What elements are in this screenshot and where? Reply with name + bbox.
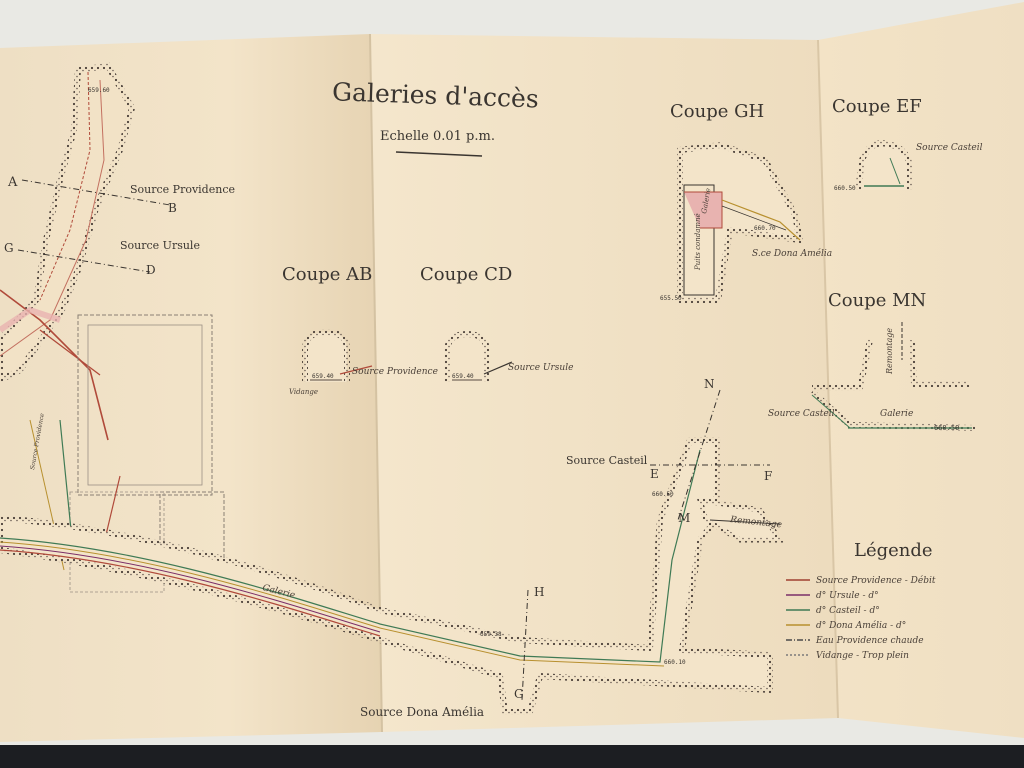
elevation-h-point: 659.38: [480, 631, 502, 638]
legend-item: Source Providence - Débit: [786, 575, 936, 586]
section-gh-title: Coupe GH: [670, 101, 764, 122]
marker-d: D: [146, 263, 156, 277]
legend-item: Vidange - Trop plein: [786, 651, 909, 661]
legend-label: Eau Providence chaude: [815, 636, 924, 646]
marker-f: F: [764, 469, 772, 483]
legend-label: d° Dona Amélia - d°: [816, 620, 906, 631]
scale-underline: [395, 151, 483, 157]
section-cd-title: Coupe CD: [420, 264, 512, 285]
elevation-ab: 659.40: [312, 373, 334, 380]
section-ab-drawing: [302, 328, 373, 382]
note-mn-source: Source Casteil: [768, 409, 835, 419]
legend: Source Providence - Débit d° Ursule - d° d…: [786, 575, 936, 661]
marker-m: M: [678, 511, 690, 525]
label-source-ursule: Source Ursule: [120, 239, 200, 252]
elevation-top: 659.60: [88, 87, 110, 94]
map-title: Galeries d'accès: [332, 77, 539, 113]
note-gh-puits: Puits condamné: [694, 213, 702, 271]
section-mn-drawing: [810, 322, 976, 431]
note-ab-source: Source Providence: [352, 367, 438, 377]
marker-e: E: [650, 467, 659, 481]
legend-title: Légende: [854, 540, 933, 561]
elevation-mn: 660.50: [934, 424, 959, 432]
note-mn-galerie: Galerie: [880, 409, 913, 419]
legend-item: Eau Providence chaude: [786, 636, 924, 646]
section-lines: [17, 179, 770, 701]
elevation-e-point: 660.50: [652, 491, 674, 498]
note-mn-remontage: Remontage: [885, 328, 894, 375]
legend-item: d° Dona Amélia - d°: [786, 620, 906, 631]
elevation-gh: 655.50: [660, 295, 682, 302]
elevation-gh-right: 660.70: [754, 225, 776, 232]
legend-item: d° Casteil - d°: [786, 606, 880, 616]
section-cd-drawing: [444, 330, 513, 382]
section-ef-title: Coupe EF: [832, 96, 922, 117]
note-ab-vidange: Vidange: [289, 388, 318, 396]
section-gh-drawing: [677, 141, 804, 303]
marker-h: H: [534, 585, 544, 599]
note-ef-source: Source Casteil: [916, 143, 983, 153]
note-cd-source: Source Ursule: [508, 363, 573, 373]
fold-line: [817, 39, 839, 719]
section-ab-title: Coupe AB: [282, 264, 372, 285]
elevation-cd: 659.40: [452, 373, 474, 380]
label-source-providence: Source Providence: [130, 183, 235, 196]
plan-main-gallery: [0, 437, 785, 715]
legend-label: d° Ursule - d°: [816, 591, 879, 601]
marker-a: A: [7, 175, 18, 190]
elevation-ef: 660.50: [834, 185, 856, 192]
plan-upper-gallery: [0, 62, 225, 593]
marker-n: N: [704, 377, 715, 391]
legend-label: Source Providence - Débit: [816, 575, 936, 586]
marker-g-left: G: [4, 241, 14, 255]
note-gh-source: S.ce Dona Amélia: [752, 248, 832, 259]
label-source-dona-amelia: Source Dona Amélia: [360, 705, 484, 719]
scale-label: Echelle 0.01 p.m.: [380, 129, 495, 144]
legend-item: d° Ursule - d°: [786, 591, 879, 601]
legend-label: d° Casteil - d°: [816, 606, 880, 616]
legend-label: Vidange - Trop plein: [816, 651, 909, 661]
section-mn-title: Coupe MN: [828, 290, 926, 311]
label-source-casteil: Source Casteil: [566, 454, 648, 467]
paper-panel-left: [0, 34, 382, 742]
marker-g-bottom: G: [514, 687, 524, 701]
section-ef-drawing: [855, 140, 913, 191]
elevation-bottom-right: 660.10: [664, 659, 686, 666]
marker-b: B: [168, 201, 177, 215]
